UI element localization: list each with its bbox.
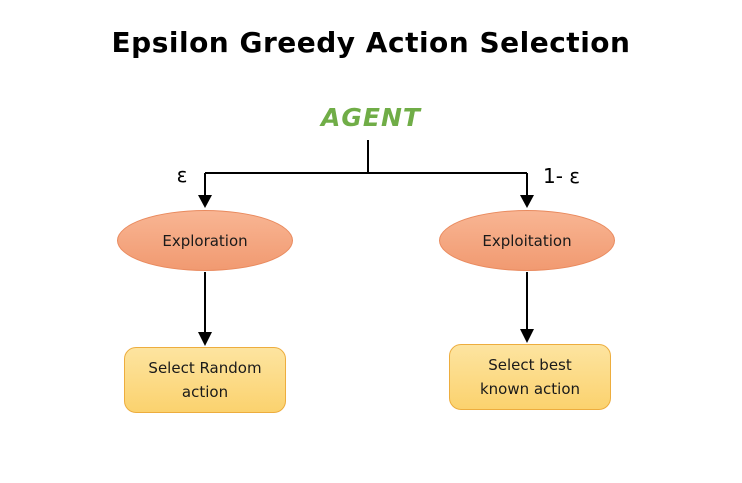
select-best-action-line2: known action <box>479 380 581 398</box>
right-branch-arrowhead-icon <box>520 195 534 208</box>
exploration-node-label: Exploration <box>162 231 248 250</box>
exploitation-node: Exploitation <box>439 210 615 271</box>
exploration-node: Exploration <box>117 210 293 271</box>
agent-node-label: AGENT <box>321 103 421 132</box>
left-branch-arrowhead-icon <box>198 195 212 208</box>
epsilon-probability-label: ε <box>176 163 188 187</box>
one-minus-epsilon-probability-label: 1- ε <box>543 164 581 188</box>
select-best-action-line1: Select best <box>488 356 572 374</box>
select-random-action-line1: Select Random <box>148 359 262 377</box>
select-random-action-line2: action <box>181 383 229 401</box>
exploitation-node-label: Exploitation <box>482 231 572 250</box>
select-random-action-box: Select Random action <box>124 347 286 413</box>
page-title: Epsilon Greedy Action Selection <box>111 26 631 59</box>
right-action-arrowhead-icon <box>520 329 534 343</box>
select-best-action-box: Select best known action <box>449 344 611 410</box>
left-action-arrowhead-icon <box>198 332 212 346</box>
